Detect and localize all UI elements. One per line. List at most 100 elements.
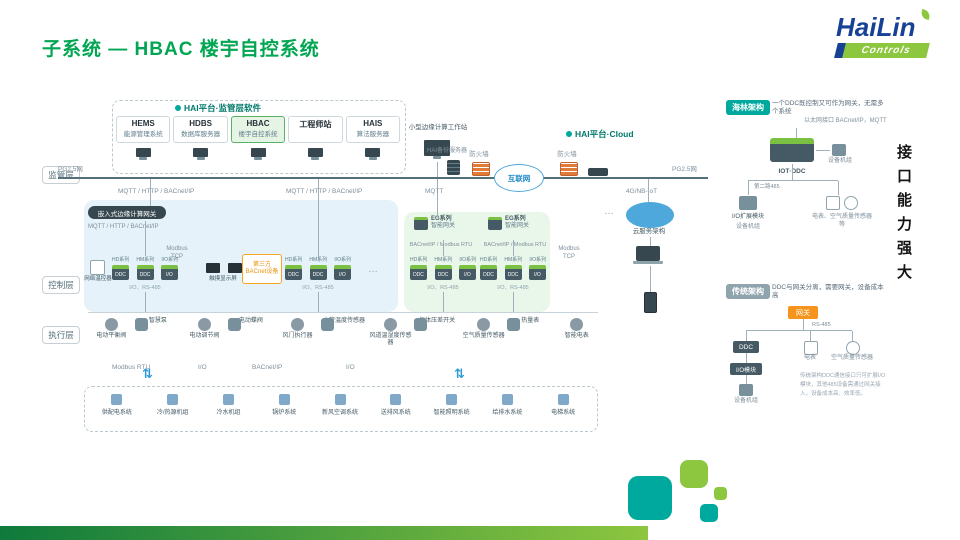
device-icon — [570, 318, 584, 331]
exec-bus-label: I/O — [346, 364, 355, 371]
protocol-label: Modbus TCP — [558, 246, 580, 260]
cluster-caption: I/O、RS-485 — [302, 285, 334, 291]
system-label: 送排风系统 — [380, 410, 411, 416]
device-icon — [227, 318, 241, 331]
systems-list: 供配电系统冷/热源机组冷水机组锅炉系统新风空调系统送排风系统智能照明系统给排水系… — [90, 392, 590, 416]
protocol-label: MQTT — [425, 188, 444, 195]
unit-icon — [832, 144, 846, 156]
device-icon — [197, 318, 211, 331]
edge-workstation-label: 小型边缘计算工作站 — [408, 124, 468, 131]
device-label: 电动平衡阀 — [96, 333, 127, 339]
mobile-net-label: 4G/NB-IoT — [626, 188, 658, 195]
platform-header: HAI平台·监管层软件 — [175, 102, 261, 114]
gateway-device-icon — [414, 216, 428, 230]
server-rack-icon — [447, 160, 460, 175]
system-item: 电梯系统 — [536, 392, 590, 416]
meter-icon — [804, 341, 818, 355]
monitor-icon — [250, 148, 266, 157]
connector — [150, 179, 151, 206]
series-label: HD系列 — [112, 257, 130, 263]
laptop-icon — [633, 246, 663, 264]
touch-screen-icon — [206, 263, 220, 273]
protocol-label: MQTT / HTTP / BACnet/IP — [88, 224, 159, 230]
monitor-icon — [135, 148, 151, 157]
firewall-icon — [560, 162, 578, 176]
exec-device: 电动平衡阀 — [88, 318, 135, 347]
app-box: HEMS 能源管理系统 — [116, 116, 171, 143]
firewall-right-label: 防火墙 — [557, 151, 577, 158]
series-label: I/O系列 — [334, 257, 351, 263]
protocol-label: MQTT / HTTP / BACnet/IP — [118, 188, 195, 195]
ddc-device: I/O — [161, 265, 178, 280]
protocol-label: BACnet/IP / Modbus RTU — [409, 242, 473, 248]
updown-arrow-icon: ⇅ — [454, 366, 465, 381]
system-item: 供配电系统 — [90, 392, 144, 416]
series-label: HD系列 — [410, 257, 428, 263]
system-label: 给排水系统 — [492, 410, 523, 416]
system-label: 新风空调系统 — [322, 410, 359, 416]
device-label: 水管温度传感器 — [323, 318, 366, 324]
device-icon — [506, 318, 520, 331]
device-icon — [320, 318, 334, 331]
touch-screens — [204, 260, 244, 278]
exec-device: 电动调节阀 — [181, 318, 228, 347]
third-party-bacnet-box: 第三方BACnet设备 — [242, 254, 282, 284]
system-item: 锅炉系统 — [257, 392, 311, 416]
connector — [748, 180, 838, 181]
io-module-box: I/O模块 — [730, 363, 762, 375]
connector — [792, 164, 793, 180]
connector — [513, 292, 514, 312]
system-label: 电梯系统 — [551, 410, 576, 416]
connector — [746, 331, 747, 341]
monitor-icon — [307, 148, 323, 157]
sensor-label: 空气质量传感器 — [830, 355, 873, 361]
io-module-icon — [739, 196, 757, 210]
connector — [443, 292, 444, 312]
app-name: 能源管理系统 — [123, 131, 163, 138]
app-cell: 工程师站 — [288, 116, 343, 157]
app-abbr: HEMS — [131, 119, 155, 128]
decor-teal-square — [628, 476, 672, 520]
io-module-label: I/O扩展模块 — [731, 214, 764, 220]
branch-label: 第二路485 — [754, 184, 780, 190]
touch-screen-label: 触摸显示屏 — [209, 276, 237, 282]
execution-devices: 电动平衡阀智慧泵电动调节阀电动蝶阀风门执行器水管温度传感器风道温湿度传感器气体压… — [88, 318, 600, 347]
internet-cloud-icon: 互联网 — [494, 164, 544, 192]
decor-gradient-bar — [0, 526, 648, 540]
series-label: HD系列 — [285, 257, 303, 263]
connector — [145, 292, 146, 312]
sensor-icon — [844, 196, 858, 210]
eg-name-label: 智能网关 — [505, 223, 530, 230]
app-abbr: HBAC — [246, 119, 270, 128]
ddc-device: I/O — [459, 265, 476, 280]
logo-banner: Controls — [834, 43, 930, 58]
cloud-arch-icon — [626, 202, 674, 228]
system-item: 冷/热源机组 — [146, 392, 200, 416]
eg-gateway: EG系列 智能网关 — [414, 216, 455, 230]
eg-series-label: EG系列 — [431, 216, 452, 222]
app-abbr: 工程师站 — [299, 120, 332, 129]
decor-teal-square-small — [700, 504, 718, 522]
ddc-device: DDC — [410, 265, 427, 280]
sensors-label: 电表、空气质量传感器等 — [812, 214, 873, 228]
system-icon — [557, 394, 569, 405]
sensor-icon — [846, 341, 860, 355]
firewall-icon — [472, 162, 490, 176]
bus-label-left: PG2.5网 — [58, 166, 83, 173]
firewall-left-label: 防火墙 — [469, 151, 489, 158]
system-icon — [446, 394, 458, 405]
traditional-arch-desc: DDC与网关分离，需要网关，设备成本高 — [772, 284, 884, 300]
system-label: 冷/热源机组 — [156, 410, 189, 416]
updown-arrow-icon: ⇅ — [142, 366, 153, 381]
series-label: HM系列 — [434, 257, 453, 263]
meter-icon — [826, 196, 840, 210]
ddc-device: DDC — [504, 265, 522, 280]
layer-tab-control: 控制层 — [42, 276, 80, 294]
